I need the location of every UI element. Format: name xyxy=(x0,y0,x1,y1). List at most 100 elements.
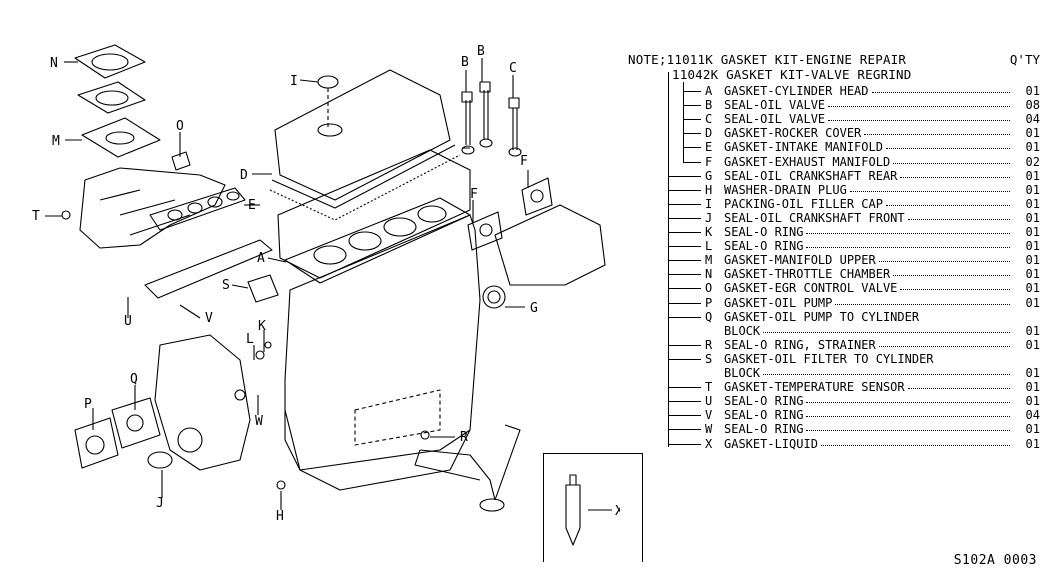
leader-dots xyxy=(763,331,1010,333)
tree-tick xyxy=(668,443,701,445)
tree-tick xyxy=(683,133,701,135)
label-k: K xyxy=(258,319,266,334)
part-description: SEAL-OIL VALVE xyxy=(724,112,826,127)
part-description: BLOCK xyxy=(724,366,761,380)
part-code: G xyxy=(705,168,713,183)
part-row: H WASHER-DRAIN PLUG 01 xyxy=(625,183,1040,197)
part-qty: 04 xyxy=(1025,408,1040,423)
label-w: W xyxy=(255,414,263,429)
parts-legend: NOTE;11011K GASKET KIT-ENGINE REPAIR Q'T… xyxy=(625,50,1040,460)
part-code: E xyxy=(705,140,713,155)
leader-dots xyxy=(900,176,1010,178)
tree-tick xyxy=(668,358,701,360)
label-g: G xyxy=(530,301,538,316)
leader-dots xyxy=(806,416,1010,418)
leader-dots xyxy=(908,218,1010,220)
leader-dots xyxy=(835,303,1010,305)
label-j: J xyxy=(156,496,164,511)
diagram-code: S102A 0003 xyxy=(953,553,1037,568)
leader-dots xyxy=(806,233,1010,234)
tree-line-sub xyxy=(683,82,684,162)
part-description: PACKING-OIL FILLER CAP xyxy=(724,196,883,211)
label-f-left: F xyxy=(470,187,478,202)
leader-dots xyxy=(908,388,1010,390)
part-qty: 01 xyxy=(1025,380,1040,395)
part-qty: 01 xyxy=(1025,196,1040,211)
leader-dots xyxy=(806,430,1010,432)
part-qty: 01 xyxy=(1025,182,1040,197)
part-row: U SEAL-O RING 01 xyxy=(625,394,1040,408)
label-r: R xyxy=(460,430,468,445)
label-o: O xyxy=(176,119,184,134)
leader-dots xyxy=(893,275,1010,277)
part-description: SEAL-OIL VALVE xyxy=(724,98,826,113)
part-description: GASKET-ROCKER COVER xyxy=(724,126,862,141)
leader-dots xyxy=(821,444,1010,446)
label-a: A xyxy=(257,251,265,266)
part-description: SEAL-OIL CRANKSHAFT REAR xyxy=(724,168,898,183)
tree-tick xyxy=(668,429,701,431)
tree-tick xyxy=(668,415,701,417)
tree-tick xyxy=(668,232,701,233)
qty-column-header: Q'TY xyxy=(1009,52,1040,67)
part-code: H xyxy=(705,182,713,197)
tree-tick xyxy=(683,161,701,163)
part-description: GASKET-EXHAUST MANIFOLD xyxy=(724,154,891,169)
part-code: C xyxy=(705,112,713,127)
part-code: I xyxy=(705,196,713,211)
part-qty: 02 xyxy=(1025,154,1040,169)
part-code: R xyxy=(705,337,713,352)
part-code: U xyxy=(705,394,713,409)
label-b-right: B xyxy=(477,44,485,59)
label-p: P xyxy=(84,397,92,412)
part-row: Q GASKET-OIL PUMP TO CYLINDER xyxy=(625,310,1040,324)
label-c: C xyxy=(509,61,517,76)
part-qty: 01 xyxy=(1025,295,1040,310)
part-code: X xyxy=(705,436,713,451)
note-engine-repair-kit: NOTE;11011K GASKET KIT-ENGINE REPAIR xyxy=(628,52,907,67)
label-x: X xyxy=(615,504,620,519)
part-code: J xyxy=(705,210,713,225)
part-qty: 01 xyxy=(1025,394,1040,409)
part-code: S xyxy=(705,351,713,366)
tree-tick xyxy=(668,302,701,304)
part-code: B xyxy=(705,98,713,113)
throttle-chamber-gasket-shape xyxy=(74,44,146,79)
part-description: SEAL-O RING xyxy=(724,394,804,409)
part-code: A xyxy=(705,84,713,98)
part-description: SEAL-O RING xyxy=(724,239,804,254)
tree-tick xyxy=(668,274,701,276)
tree-tick xyxy=(683,91,701,92)
tree-tick xyxy=(668,344,701,346)
part-code: Q xyxy=(705,309,713,324)
part-code: W xyxy=(705,422,713,437)
leader-dots xyxy=(893,162,1010,164)
part-description: WASHER-DRAIN PLUG xyxy=(724,182,847,197)
part-description: GASKET-OIL PUMP TO CYLINDER xyxy=(724,309,920,324)
note-valve-regrind-kit: 11042K GASKET KIT-VALVE REGRIND xyxy=(672,67,912,82)
head-gasket-shape xyxy=(284,197,471,284)
label-q: Q xyxy=(130,372,138,387)
part-code: V xyxy=(705,408,713,423)
label-f-right: F xyxy=(520,154,528,169)
label-u: U xyxy=(124,314,132,329)
part-qty: 01 xyxy=(1025,126,1040,141)
part-description: SEAL-O RING xyxy=(724,422,804,437)
part-qty: 01 xyxy=(1025,225,1040,239)
label-s: S xyxy=(222,278,230,293)
leader-dots xyxy=(879,261,1010,263)
label-h: H xyxy=(276,509,284,524)
label-i: I xyxy=(290,74,298,89)
tree-tick xyxy=(668,401,701,403)
leader-dots xyxy=(828,120,1010,122)
part-qty: 01 xyxy=(1025,422,1040,437)
